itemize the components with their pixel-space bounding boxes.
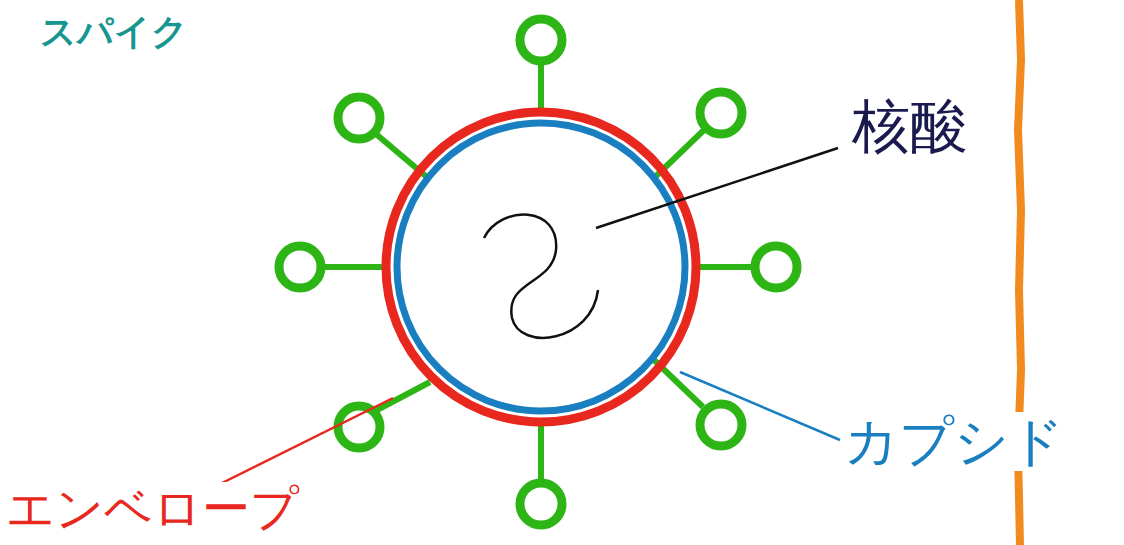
leader-line	[212, 398, 393, 488]
nucleic-acid-label: 核酸	[850, 95, 970, 159]
leader-line	[680, 372, 840, 440]
spike-label: スパイク	[38, 12, 190, 52]
capsid	[397, 123, 685, 411]
spike-heads	[279, 19, 797, 525]
leader-line	[596, 148, 838, 228]
spikes	[323, 62, 753, 482]
envelope-label: エンベロープ	[4, 482, 301, 535]
nucleic-acid	[484, 215, 598, 338]
capsid-label: カプシド	[842, 412, 1066, 471]
envelope	[386, 112, 696, 422]
